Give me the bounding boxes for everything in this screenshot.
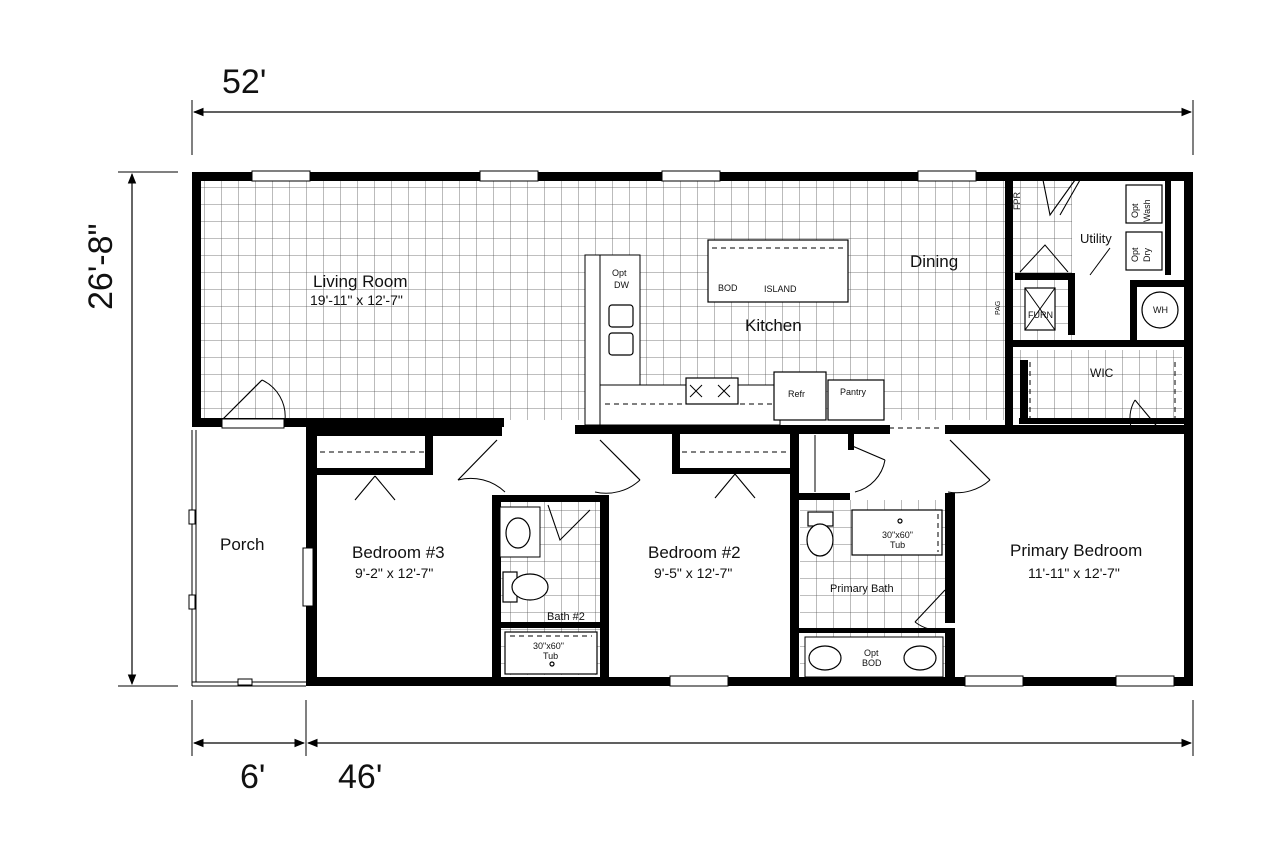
porch-width-label: 6' (240, 758, 265, 796)
bod-label: BOD (718, 283, 738, 293)
bedroom-3-name: Bedroom #3 (352, 543, 445, 562)
furn-label: FURN (1028, 310, 1053, 320)
utility-name: Utility (1080, 231, 1112, 246)
opt-wash-label-1: Opt (1130, 203, 1140, 218)
dimension-lines (118, 100, 1194, 756)
island-label: ISLAND (764, 284, 797, 294)
pag-label: PAG (995, 301, 1002, 315)
primary-tub-label-2: Tub (890, 540, 905, 550)
bedroom-2-name: Bedroom #2 (648, 543, 741, 562)
living-room-name: Living Room (313, 272, 408, 291)
overall-width-label: 52' (222, 63, 266, 101)
porch-outline (188, 430, 314, 687)
porch-name: Porch (220, 535, 264, 554)
bath2-tub-label-2: Tub (543, 651, 558, 661)
utility-fixtures (1024, 184, 1179, 331)
windows (251, 170, 1175, 687)
doors (221, 179, 1161, 631)
living-room-size: 19'-11" x 12'-7" (310, 292, 403, 308)
primary-bath-name: Primary Bath (830, 583, 894, 595)
primary-bedroom-name: Primary Bedroom (1010, 541, 1142, 560)
opt-bod-label-2: BOD (862, 658, 882, 668)
bedroom-2-size: 9'-5" x 12'-7" (654, 565, 732, 581)
overall-depth-label: 26'-8" (82, 223, 120, 310)
kitchen-name: Kitchen (745, 316, 802, 335)
pantry-label: Pantry (840, 387, 867, 397)
primary-bedroom-size: 11'-11" x 12'-7" (1028, 565, 1120, 581)
dining-name: Dining (910, 252, 958, 271)
opt-wash-label-2: Wash (1142, 199, 1152, 222)
opt-dry-label-1: Opt (1130, 247, 1140, 262)
closet-lines (320, 362, 1176, 492)
bath2-fixtures (499, 506, 598, 675)
main-width-label: 46' (338, 758, 382, 796)
opt-bod-label-1: Opt (864, 648, 879, 658)
fpr-label: FPR (1012, 191, 1022, 210)
opt-dw-label-2: DW (614, 280, 629, 290)
primary-bath-fixtures (804, 509, 944, 678)
interior-walls (192, 180, 1185, 683)
bath2-tub-label-1: 30"x60" (533, 641, 564, 651)
wh-label: WH (1153, 305, 1168, 315)
primary-tub-label-1: 30"x60" (882, 530, 913, 540)
refr-label: Refr (788, 389, 805, 399)
opt-dry-label-2: Dry (1142, 248, 1152, 262)
bath-2-name: Bath #2 (547, 611, 585, 623)
wic-name: WIC (1090, 366, 1114, 380)
opt-dw-label-1: Opt (612, 268, 627, 278)
kitchen-fixtures (584, 239, 940, 429)
bedroom-3-size: 9'-2" x 12'-7" (355, 565, 433, 581)
